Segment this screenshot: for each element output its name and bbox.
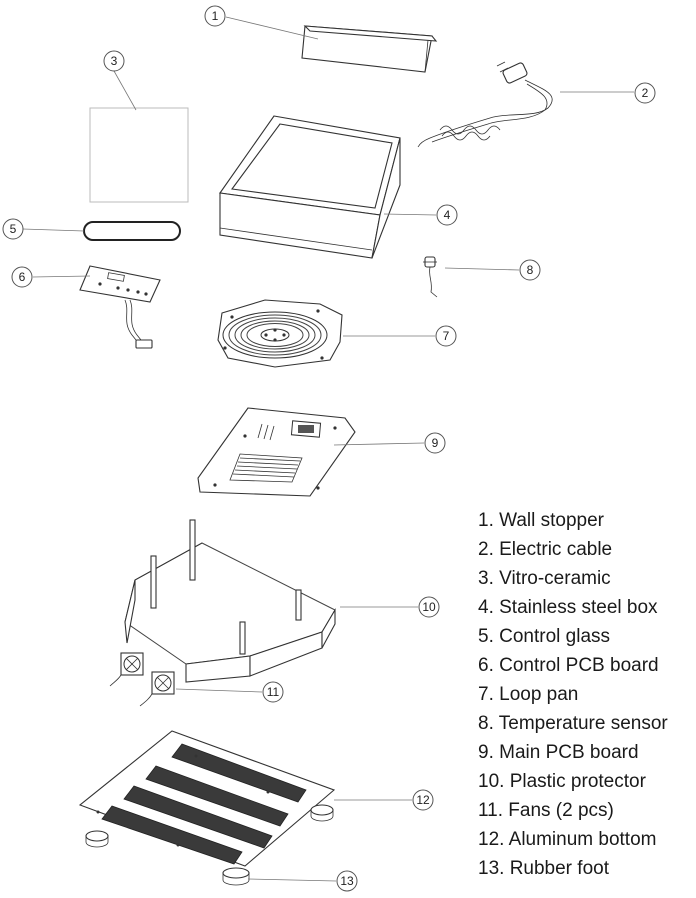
stainless-steel-box-part (219, 115, 401, 259)
callout-5: 5 (2, 218, 24, 240)
callout-2: 2 (634, 82, 656, 104)
plastic-protector-part (124, 519, 336, 683)
legend-item: 8. Temperature sensor (478, 713, 668, 734)
svg-text:10: 10 (422, 600, 436, 614)
callout-9: 9 (424, 432, 446, 454)
callout-6: 6 (11, 266, 33, 288)
legend-item: 7. Loop pan (478, 684, 579, 705)
control-pcb-board-part (79, 265, 161, 349)
legend-item: 4. Stainless steel box (478, 597, 658, 618)
svg-text:4: 4 (444, 208, 451, 222)
svg-text:9: 9 (432, 436, 439, 450)
legend-item: 6. Control PCB board (478, 655, 659, 676)
svg-text:13: 13 (340, 874, 354, 888)
svg-text:2: 2 (642, 86, 649, 100)
svg-text:11: 11 (267, 685, 280, 699)
svg-text:3: 3 (111, 54, 118, 68)
legend-item: 1. Wall stopper (478, 510, 605, 531)
legend-item: 2. Electric cable (478, 539, 613, 560)
legend-item: 9. Main PCB board (478, 742, 639, 763)
callout-13: 13 (336, 870, 358, 892)
aluminum-bottom-part (78, 730, 336, 867)
fans-part (109, 652, 175, 707)
loop-pan-part (217, 299, 343, 368)
wall-stopper-part (301, 25, 438, 73)
legend-item: 10. Plastic protector (478, 771, 646, 792)
callout-3: 3 (103, 50, 125, 72)
electric-cable-part (417, 61, 553, 148)
legend-item: 11. Fans (2 pcs) (478, 800, 614, 821)
callout-4: 4 (436, 204, 458, 226)
legend-item: 3. Vitro-ceramic (478, 568, 611, 589)
svg-text:8: 8 (527, 263, 534, 277)
callout-12: 12 (412, 789, 434, 811)
temperature-sensor-part (423, 256, 438, 298)
control-glass-part (83, 221, 181, 241)
rubber-foot-part (85, 804, 334, 886)
vitro-ceramic-part (89, 107, 189, 203)
svg-text:5: 5 (10, 222, 17, 236)
legend-item: 13. Rubber foot (478, 858, 609, 879)
parts-legend: 1. Wall stopper 2. Electric cable 3. Vit… (478, 506, 668, 883)
legend-item: 5. Control glass (478, 626, 611, 647)
main-pcb-board-part (197, 407, 356, 497)
callout-11: 11 (262, 681, 284, 703)
svg-text:12: 12 (416, 793, 430, 807)
leader-lines (22, 16, 634, 882)
svg-text:1: 1 (212, 9, 219, 23)
callout-10: 10 (418, 596, 440, 618)
svg-text:7: 7 (443, 329, 450, 343)
callout-8: 8 (519, 259, 541, 281)
callout-1: 1 (204, 5, 226, 27)
legend-item: 12. Aluminum bottom (478, 829, 657, 850)
callout-7: 7 (435, 325, 457, 347)
svg-text:6: 6 (19, 270, 26, 284)
